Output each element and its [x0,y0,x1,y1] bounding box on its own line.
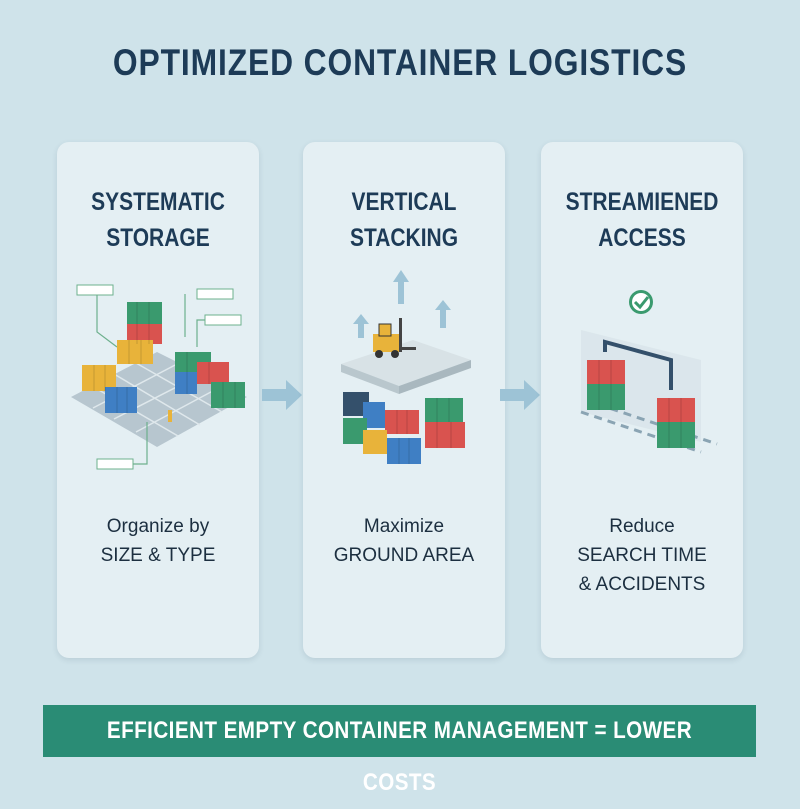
panel-desc-line: Organize by [106,516,210,537]
right-arrow-icon [262,380,302,410]
panel-title-line: VERTICAL [351,188,457,216]
panel-title-line: STORAGE [106,224,210,252]
panel-desc-line: SEARCH TIME [577,545,707,566]
panel-title-line: SYSTEMATIC [91,188,225,216]
panel-title-line: STACKING [349,224,459,252]
panel-description: Maximize GROUND AREA [303,512,505,570]
panel-desc-line: SIZE & TYPE [100,545,216,566]
banner-text: EFFICIENT EMPTY CONTAINER MANAGEMENT = L… [106,717,693,796]
page-title: OPTIMIZED CONTAINER LOGISTICS [112,42,688,83]
panel-title: STREAMIENED ACCESS [557,184,727,256]
panel-desc-line: Maximize [363,516,445,537]
container-yard-icon [71,284,247,470]
stacked-containers-icon [341,270,471,464]
panel-systematic-storage: SYSTEMATIC STORAGE [57,142,259,658]
panel-description: Reduce SEARCH TIME & ACCIDENTS [541,512,743,599]
summary-banner: EFFICIENT EMPTY CONTAINER MANAGEMENT = L… [43,705,756,796]
panel-title-line: STREAMIENED [565,188,719,216]
panel-title-line: ACCESS [598,224,686,252]
panel-vertical-stacking: VERTICAL STACKING [303,142,505,658]
panel-desc-line: & ACCIDENTS [578,574,706,595]
panel-desc-line: GROUND AREA [333,545,475,566]
panel-desc-line: Reduce [609,516,675,537]
check-circle-icon [629,290,653,314]
panel-title: SYSTEMATIC STORAGE [73,184,243,256]
crane-icon [580,290,718,454]
up-arrow-icon [353,270,451,338]
panel-description: Organize by SIZE & TYPE [57,512,259,570]
panel-streamlined-access: STREAMIENED ACCESS Reduce SEAR [541,142,743,658]
right-arrow-icon [500,380,540,410]
forklift-icon [373,318,416,358]
panel-title: VERTICAL STACKING [319,184,489,256]
